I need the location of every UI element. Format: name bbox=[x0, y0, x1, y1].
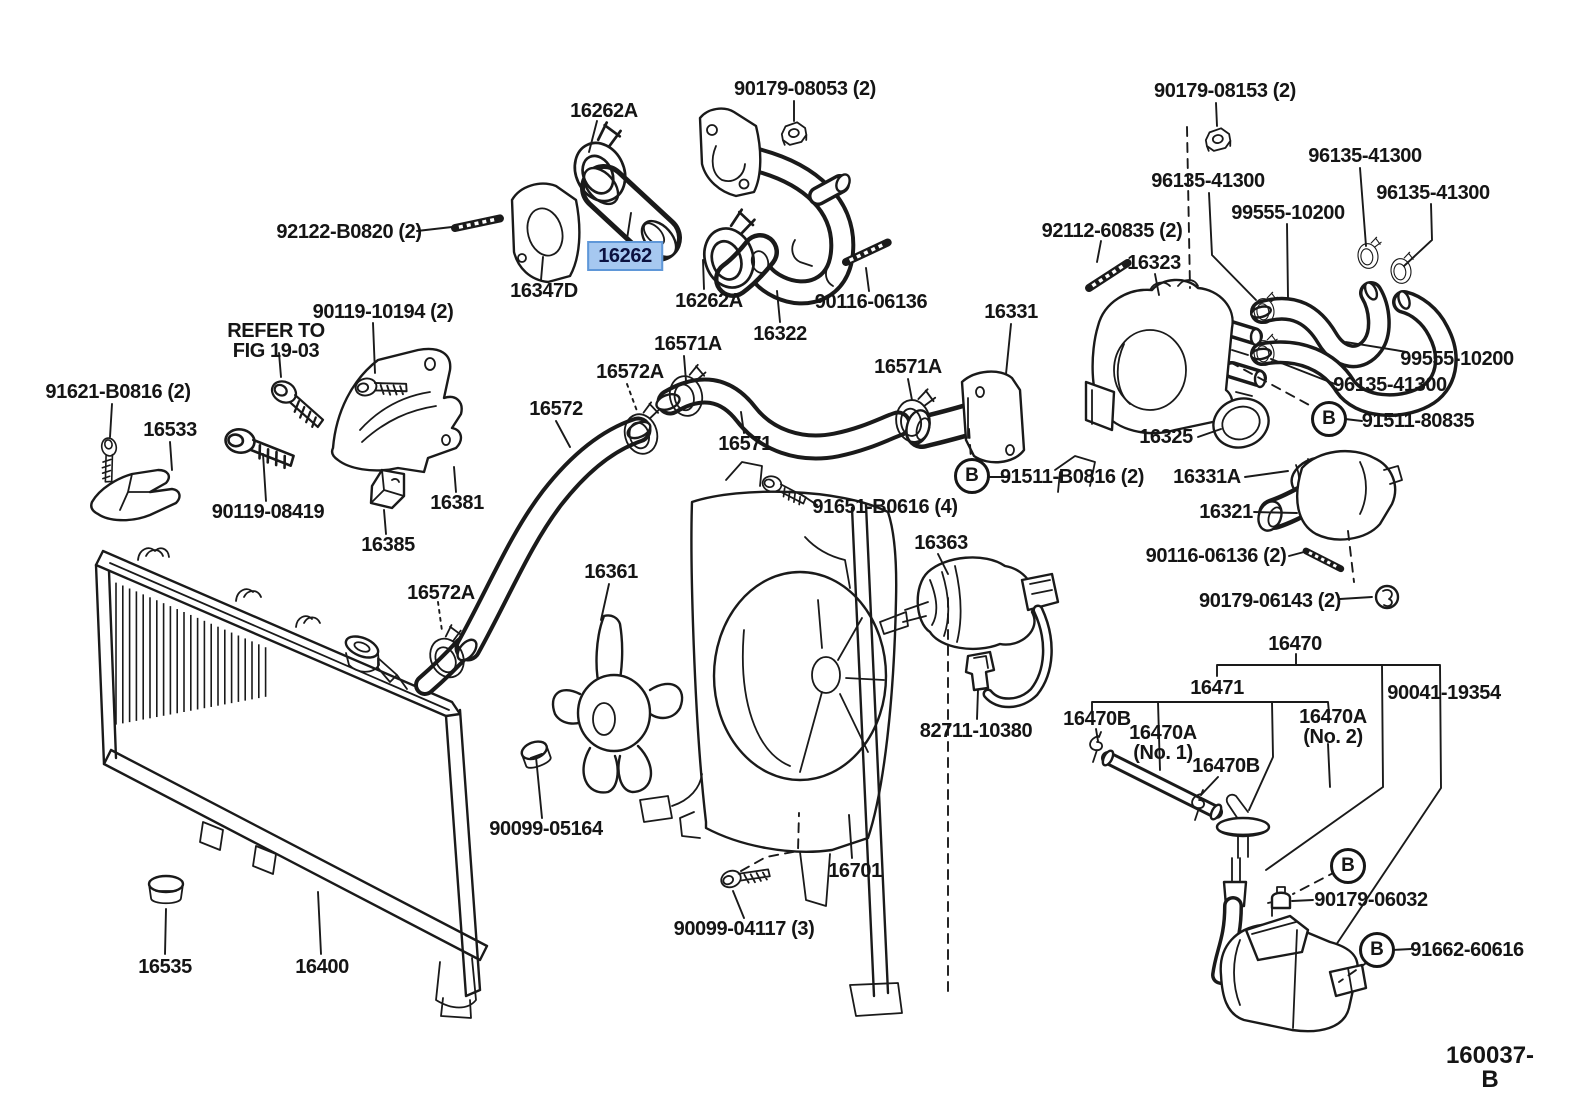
part-label[interactable]: 16572 bbox=[529, 398, 583, 420]
part-label[interactable]: 16470B bbox=[1063, 708, 1131, 730]
part-label[interactable]: 16701 bbox=[828, 860, 882, 882]
part-label[interactable]: 92122-B0820 (2) bbox=[276, 221, 422, 243]
part-label[interactable]: 90119-08419 bbox=[211, 501, 325, 523]
part-label[interactable]: 91621-B0816 (2) bbox=[45, 381, 191, 403]
part-label[interactable]: 99555-10200 bbox=[1400, 348, 1514, 370]
part-label[interactable]: 90041-19354 bbox=[1387, 682, 1501, 704]
b-marker: B bbox=[1359, 932, 1395, 968]
part-label[interactable]: 99555-10200 bbox=[1231, 202, 1345, 224]
figure-code: 160037-B bbox=[1445, 1042, 1535, 1093]
fasteners-drawing bbox=[93, 120, 1400, 897]
part-label[interactable]: 16347D bbox=[510, 280, 578, 302]
thermostat-housing-drawing bbox=[1084, 278, 1446, 541]
part-label[interactable]: 16470A (No. 2) bbox=[1299, 706, 1367, 748]
part-label[interactable]: 16323 bbox=[1127, 252, 1181, 274]
part-label[interactable]: 16325 bbox=[1139, 426, 1193, 448]
part-label[interactable]: 16470 bbox=[1268, 633, 1322, 655]
part-label[interactable]: 96135-41300 bbox=[1151, 170, 1265, 192]
part-label[interactable]: 16363 bbox=[914, 532, 968, 554]
part-label[interactable]: 91662-60616 bbox=[1410, 939, 1524, 961]
part-label[interactable]: 90099-05164 bbox=[489, 818, 603, 840]
part-label[interactable]: 16572A bbox=[596, 361, 664, 383]
b-marker: B bbox=[1330, 848, 1366, 884]
part-label[interactable]: 16571A bbox=[654, 333, 722, 355]
fan-drawing bbox=[551, 614, 703, 823]
part-label[interactable]: 91511-B0816 (2) bbox=[999, 466, 1145, 488]
part-label[interactable]: 96135-41300 bbox=[1376, 182, 1490, 204]
part-label[interactable]: 16262A bbox=[675, 290, 743, 312]
part-label[interactable]: 90179-08153 (2) bbox=[1154, 80, 1296, 102]
part-label[interactable]: 16470B bbox=[1192, 755, 1260, 777]
part-label[interactable]: 90116-06136 bbox=[814, 291, 928, 313]
part-label[interactable]: 91511-80835 bbox=[1361, 410, 1475, 432]
b-marker: B bbox=[954, 458, 990, 494]
brackets-drawing bbox=[90, 347, 552, 905]
reservoir-tank-drawing bbox=[1089, 731, 1368, 1033]
part-label[interactable]: 16262A bbox=[570, 100, 638, 122]
part-label[interactable]: 16571 bbox=[718, 433, 772, 455]
part-label[interactable]: 16321 bbox=[1199, 501, 1253, 523]
part-label[interactable]: 16331A bbox=[1173, 466, 1241, 488]
refer-note: REFER TO FIG 19-03 bbox=[227, 320, 325, 362]
part-label[interactable]: 16533 bbox=[143, 419, 197, 441]
leader-lines bbox=[109, 100, 1433, 996]
part-label[interactable]: 16470A (No. 1) bbox=[1129, 722, 1197, 764]
reservoir-bracket-lines bbox=[1091, 653, 1442, 949]
part-label[interactable]: 16361 bbox=[584, 561, 638, 583]
part-label[interactable]: 16571A bbox=[874, 356, 942, 378]
part-label[interactable]: 16331 bbox=[984, 301, 1038, 323]
part-label[interactable]: 96135-41300 bbox=[1333, 374, 1447, 396]
part-label[interactable]: 90116-06136 (2) bbox=[1145, 545, 1287, 567]
part-label[interactable]: 92112-60835 (2) bbox=[1041, 220, 1183, 242]
part-label[interactable]: 90119-10194 (2) bbox=[312, 301, 454, 323]
part-label[interactable]: 96135-41300 bbox=[1308, 145, 1422, 167]
part-label[interactable]: 16572A bbox=[407, 582, 475, 604]
part-label[interactable]: 16535 bbox=[138, 956, 192, 978]
part-label[interactable]: 82711-10380 bbox=[919, 720, 1033, 742]
part-label[interactable]: 90179-06143 (2) bbox=[1199, 590, 1341, 612]
part-label[interactable]: 16471 bbox=[1190, 677, 1244, 699]
part-label-highlighted[interactable]: 16262 bbox=[587, 241, 663, 271]
part-label[interactable]: 90099-04117 (3) bbox=[673, 918, 815, 940]
fan-shroud-drawing bbox=[679, 461, 903, 1017]
part-label[interactable]: 16385 bbox=[361, 534, 415, 556]
fan-motor-drawing bbox=[879, 455, 1096, 709]
part-label[interactable]: 91651-B0616 (4) bbox=[812, 496, 958, 518]
part-label[interactable]: 16400 bbox=[295, 956, 349, 978]
part-label[interactable]: 90179-06032 bbox=[1314, 889, 1428, 911]
radiator-drawing bbox=[94, 547, 489, 1019]
part-label[interactable]: 90179-08053 (2) bbox=[734, 78, 876, 100]
part-label[interactable]: 16381 bbox=[430, 492, 484, 514]
part-label[interactable]: 16322 bbox=[753, 323, 807, 345]
b-marker: B bbox=[1311, 401, 1347, 437]
